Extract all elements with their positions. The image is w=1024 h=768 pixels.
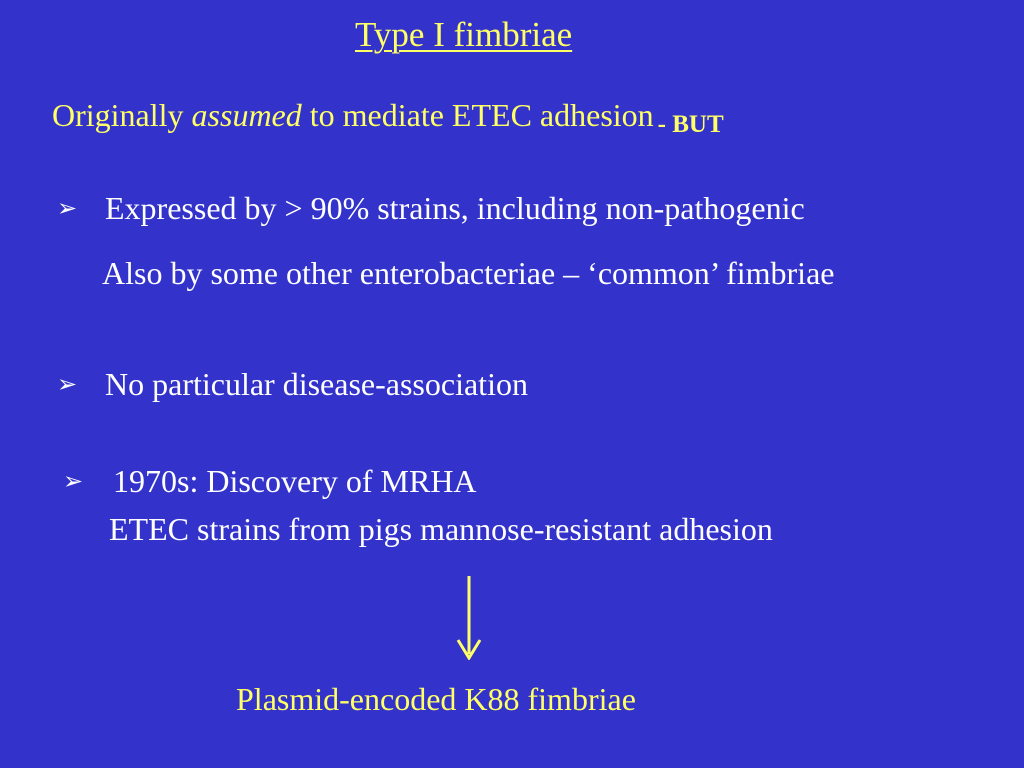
arrow-head <box>456 639 482 660</box>
slide-title: Type I fimbriae <box>355 15 573 54</box>
bullet-text: No particular disease-association <box>105 366 528 402</box>
intro-after: to mediate ETEC adhesion <box>301 97 654 133</box>
bullet-continuation: ETEC strains from pigs mannose-resistant… <box>109 511 773 547</box>
but-label: - BUT <box>657 111 724 138</box>
bullet-text: Expressed by > 90% strains, including no… <box>105 190 805 226</box>
arrow-bullet-icon: ➢ <box>57 370 78 398</box>
result-text: Plasmid-encoded K88 fimbriae <box>236 681 636 717</box>
arrow-bullet-icon: ➢ <box>57 194 78 222</box>
intro-emphasis: assumed <box>191 97 302 133</box>
bullet-expressed: ➢ Expressed by > 90% strains, including n… <box>57 192 805 224</box>
down-arrow-icon <box>456 576 482 660</box>
bullet-disease: ➢ No particular disease-association <box>57 368 528 400</box>
bullet-mrha: ➢ 1970s: Discovery of MRHA <box>63 465 477 497</box>
intro-before: Originally <box>52 97 192 133</box>
bullet-text: 1970s: Discovery of MRHA <box>113 463 477 499</box>
arrow-bullet-icon: ➢ <box>63 467 84 495</box>
intro-line: Originally assumed to mediate ETEC adhes… <box>52 97 724 137</box>
bullet-continuation: Also by some other enterobacteriae – ‘co… <box>102 255 835 291</box>
